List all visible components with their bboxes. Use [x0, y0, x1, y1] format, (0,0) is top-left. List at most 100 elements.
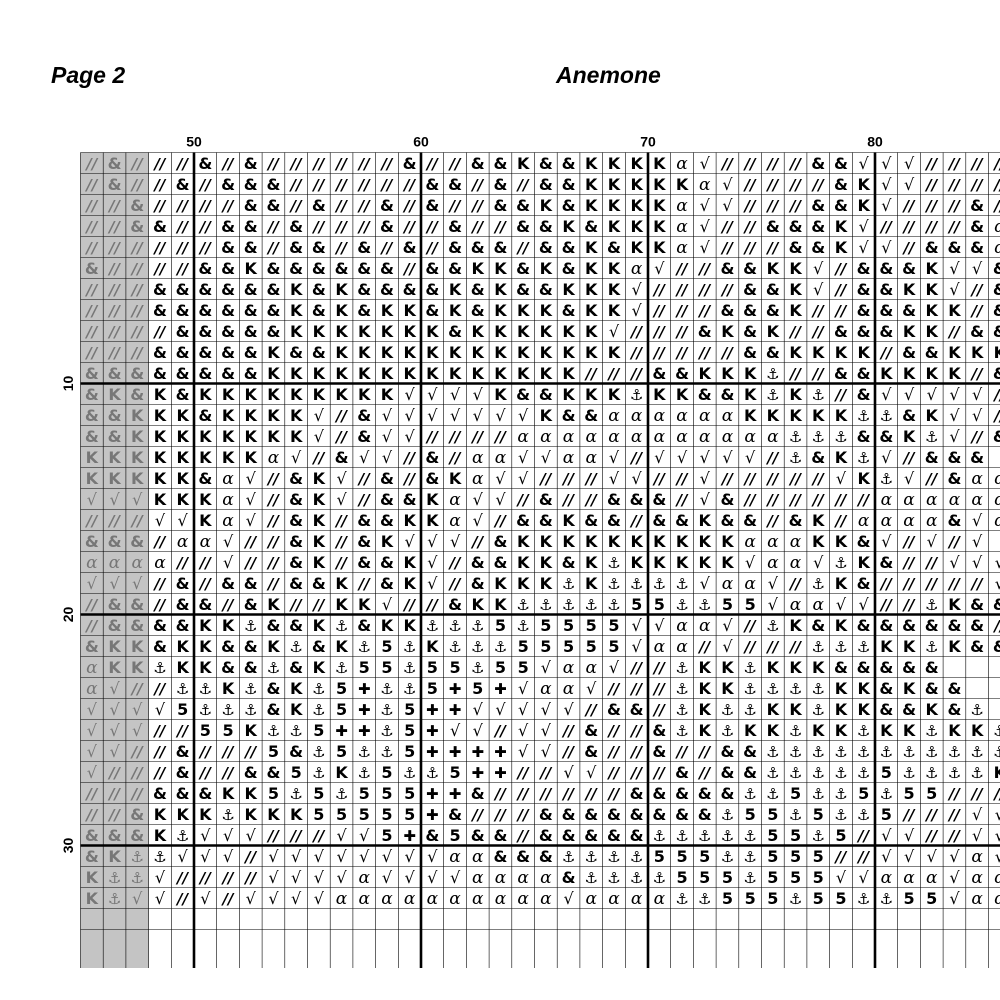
stitch-symbol: K	[517, 553, 530, 572]
stitch-symbol: K	[562, 385, 575, 404]
stitch-symbol: K	[154, 469, 167, 488]
stitch-symbol: &	[993, 322, 1000, 341]
stitch-symbol: K	[176, 805, 189, 824]
stitch-symbol: √	[427, 847, 438, 866]
stitch-symbol: ⚓	[925, 764, 938, 782]
stitch-symbol: 5	[404, 784, 415, 803]
stitch-symbol: α	[813, 595, 825, 615]
stitch-symbol: //	[743, 197, 757, 215]
stitch-symbol: &	[448, 217, 462, 236]
stitch-symbol: ⚓	[335, 659, 348, 677]
stitch-symbol: √	[405, 847, 416, 866]
stitch-symbol: K	[176, 658, 189, 677]
stitch-symbol: //	[811, 302, 825, 320]
stitch-symbol: √	[405, 406, 416, 425]
stitch-symbol: √	[223, 553, 234, 572]
stitch-symbol: α	[971, 490, 983, 510]
stitch-symbol: α	[858, 511, 870, 531]
stitch-symbol: 5	[313, 784, 324, 803]
stitch-symbol: &	[562, 238, 576, 257]
stitch-symbol: &	[471, 280, 485, 299]
stitch-symbol: K	[335, 595, 348, 614]
stitch-symbol: &	[789, 238, 803, 257]
stitch-symbol: 5	[767, 889, 778, 908]
stitch-symbol: &	[539, 385, 553, 404]
stitch-symbol: α	[971, 868, 983, 888]
stitch-symbol: ⚓	[312, 743, 325, 761]
stitch-symbol: //	[606, 722, 620, 740]
stitch-symbol: &	[357, 427, 371, 446]
stitch-symbol: &	[970, 196, 984, 215]
stitch-symbol: √	[541, 448, 552, 467]
stitch-symbol: 5	[449, 658, 460, 677]
stitch-symbol: &	[244, 238, 258, 257]
stitch-symbol: √	[336, 490, 347, 509]
stitch-symbol: K	[630, 532, 643, 551]
stitch-symbol: K	[585, 301, 598, 320]
stitch-symbol: //	[107, 323, 121, 341]
stitch-symbol: &	[130, 385, 144, 404]
stitch-symbol: &	[176, 784, 190, 803]
stitch-symbol: &	[244, 658, 258, 677]
stitch-symbol: //	[448, 428, 462, 446]
stitch-symbol: ⚓	[743, 701, 756, 719]
stitch-symbol: //	[561, 785, 575, 803]
stitch-symbol: &	[130, 805, 144, 824]
stitch-symbol: √	[495, 700, 506, 719]
stitch-symbol: ⚓	[721, 701, 734, 719]
stitch-symbol: K	[699, 721, 712, 740]
stitch-symbol: //	[84, 239, 98, 257]
stitch-symbol: ⚓	[675, 680, 688, 698]
stitch-symbol: K	[744, 406, 757, 425]
stitch-symbol: α	[495, 889, 507, 909]
stitch-symbol: α	[563, 448, 575, 468]
stitch-symbol: 5	[858, 784, 869, 803]
stitch-symbol: K	[313, 322, 326, 341]
stitch-symbol: //	[788, 176, 802, 194]
stitch-symbol: &	[357, 280, 371, 299]
stitch-symbol: ⚓	[857, 764, 870, 782]
stitch-symbol: ⚓	[539, 596, 552, 614]
stitch-symbol: ⚓	[880, 470, 893, 488]
stitch-symbol: K	[653, 196, 666, 215]
stitch-symbol: √	[813, 553, 824, 572]
stitch-symbol: K	[245, 406, 258, 425]
stitch-symbol: √	[881, 847, 892, 866]
stitch-symbol: √	[813, 259, 824, 278]
stitch-symbol: √	[223, 826, 234, 845]
stitch-symbol: //	[516, 827, 530, 845]
stitch-symbol: //	[992, 785, 1000, 803]
stitch-symbol: K	[176, 637, 189, 656]
stitch-symbol: K	[835, 406, 848, 425]
stitch-symbol: //	[992, 386, 1000, 404]
stitch-symbol: &	[312, 259, 326, 278]
stitch-symbol: 5	[200, 721, 211, 740]
stitch-symbol: K	[812, 721, 825, 740]
stitch-symbol: &	[357, 259, 371, 278]
stitch-symbol: //	[765, 470, 779, 488]
stitch-symbol: &	[289, 742, 303, 761]
stitch-symbol: //	[175, 890, 189, 908]
stitch-symbol: //	[266, 239, 280, 257]
stitch-symbol: //	[357, 176, 371, 194]
stitch-symbol: //	[584, 365, 598, 383]
stitch-symbol: //	[311, 218, 325, 236]
stitch-symbol: 5	[563, 637, 574, 656]
stitch-symbol: &	[857, 322, 871, 341]
stitch-symbol: K	[245, 448, 258, 467]
stitch-symbol: α	[676, 154, 688, 174]
stitch-symbol: K	[948, 343, 961, 362]
stitch-symbol: K	[517, 364, 530, 383]
stitch-symbol: K	[335, 322, 348, 341]
stitch-symbol: //	[84, 302, 98, 320]
stitch-symbol: ⚓	[244, 617, 257, 635]
stitch-symbol: 5	[813, 847, 824, 866]
stitch-symbol: α	[903, 490, 915, 510]
stitch-symbol: K	[789, 385, 802, 404]
stitch-symbol: &	[720, 385, 734, 404]
stitch-symbol: //	[175, 869, 189, 887]
stitch-symbol: &	[652, 490, 666, 509]
stitch-symbol: ⚓	[585, 869, 598, 887]
stitch-symbol: //	[84, 281, 98, 299]
stitch-symbol: ✚	[403, 827, 416, 845]
